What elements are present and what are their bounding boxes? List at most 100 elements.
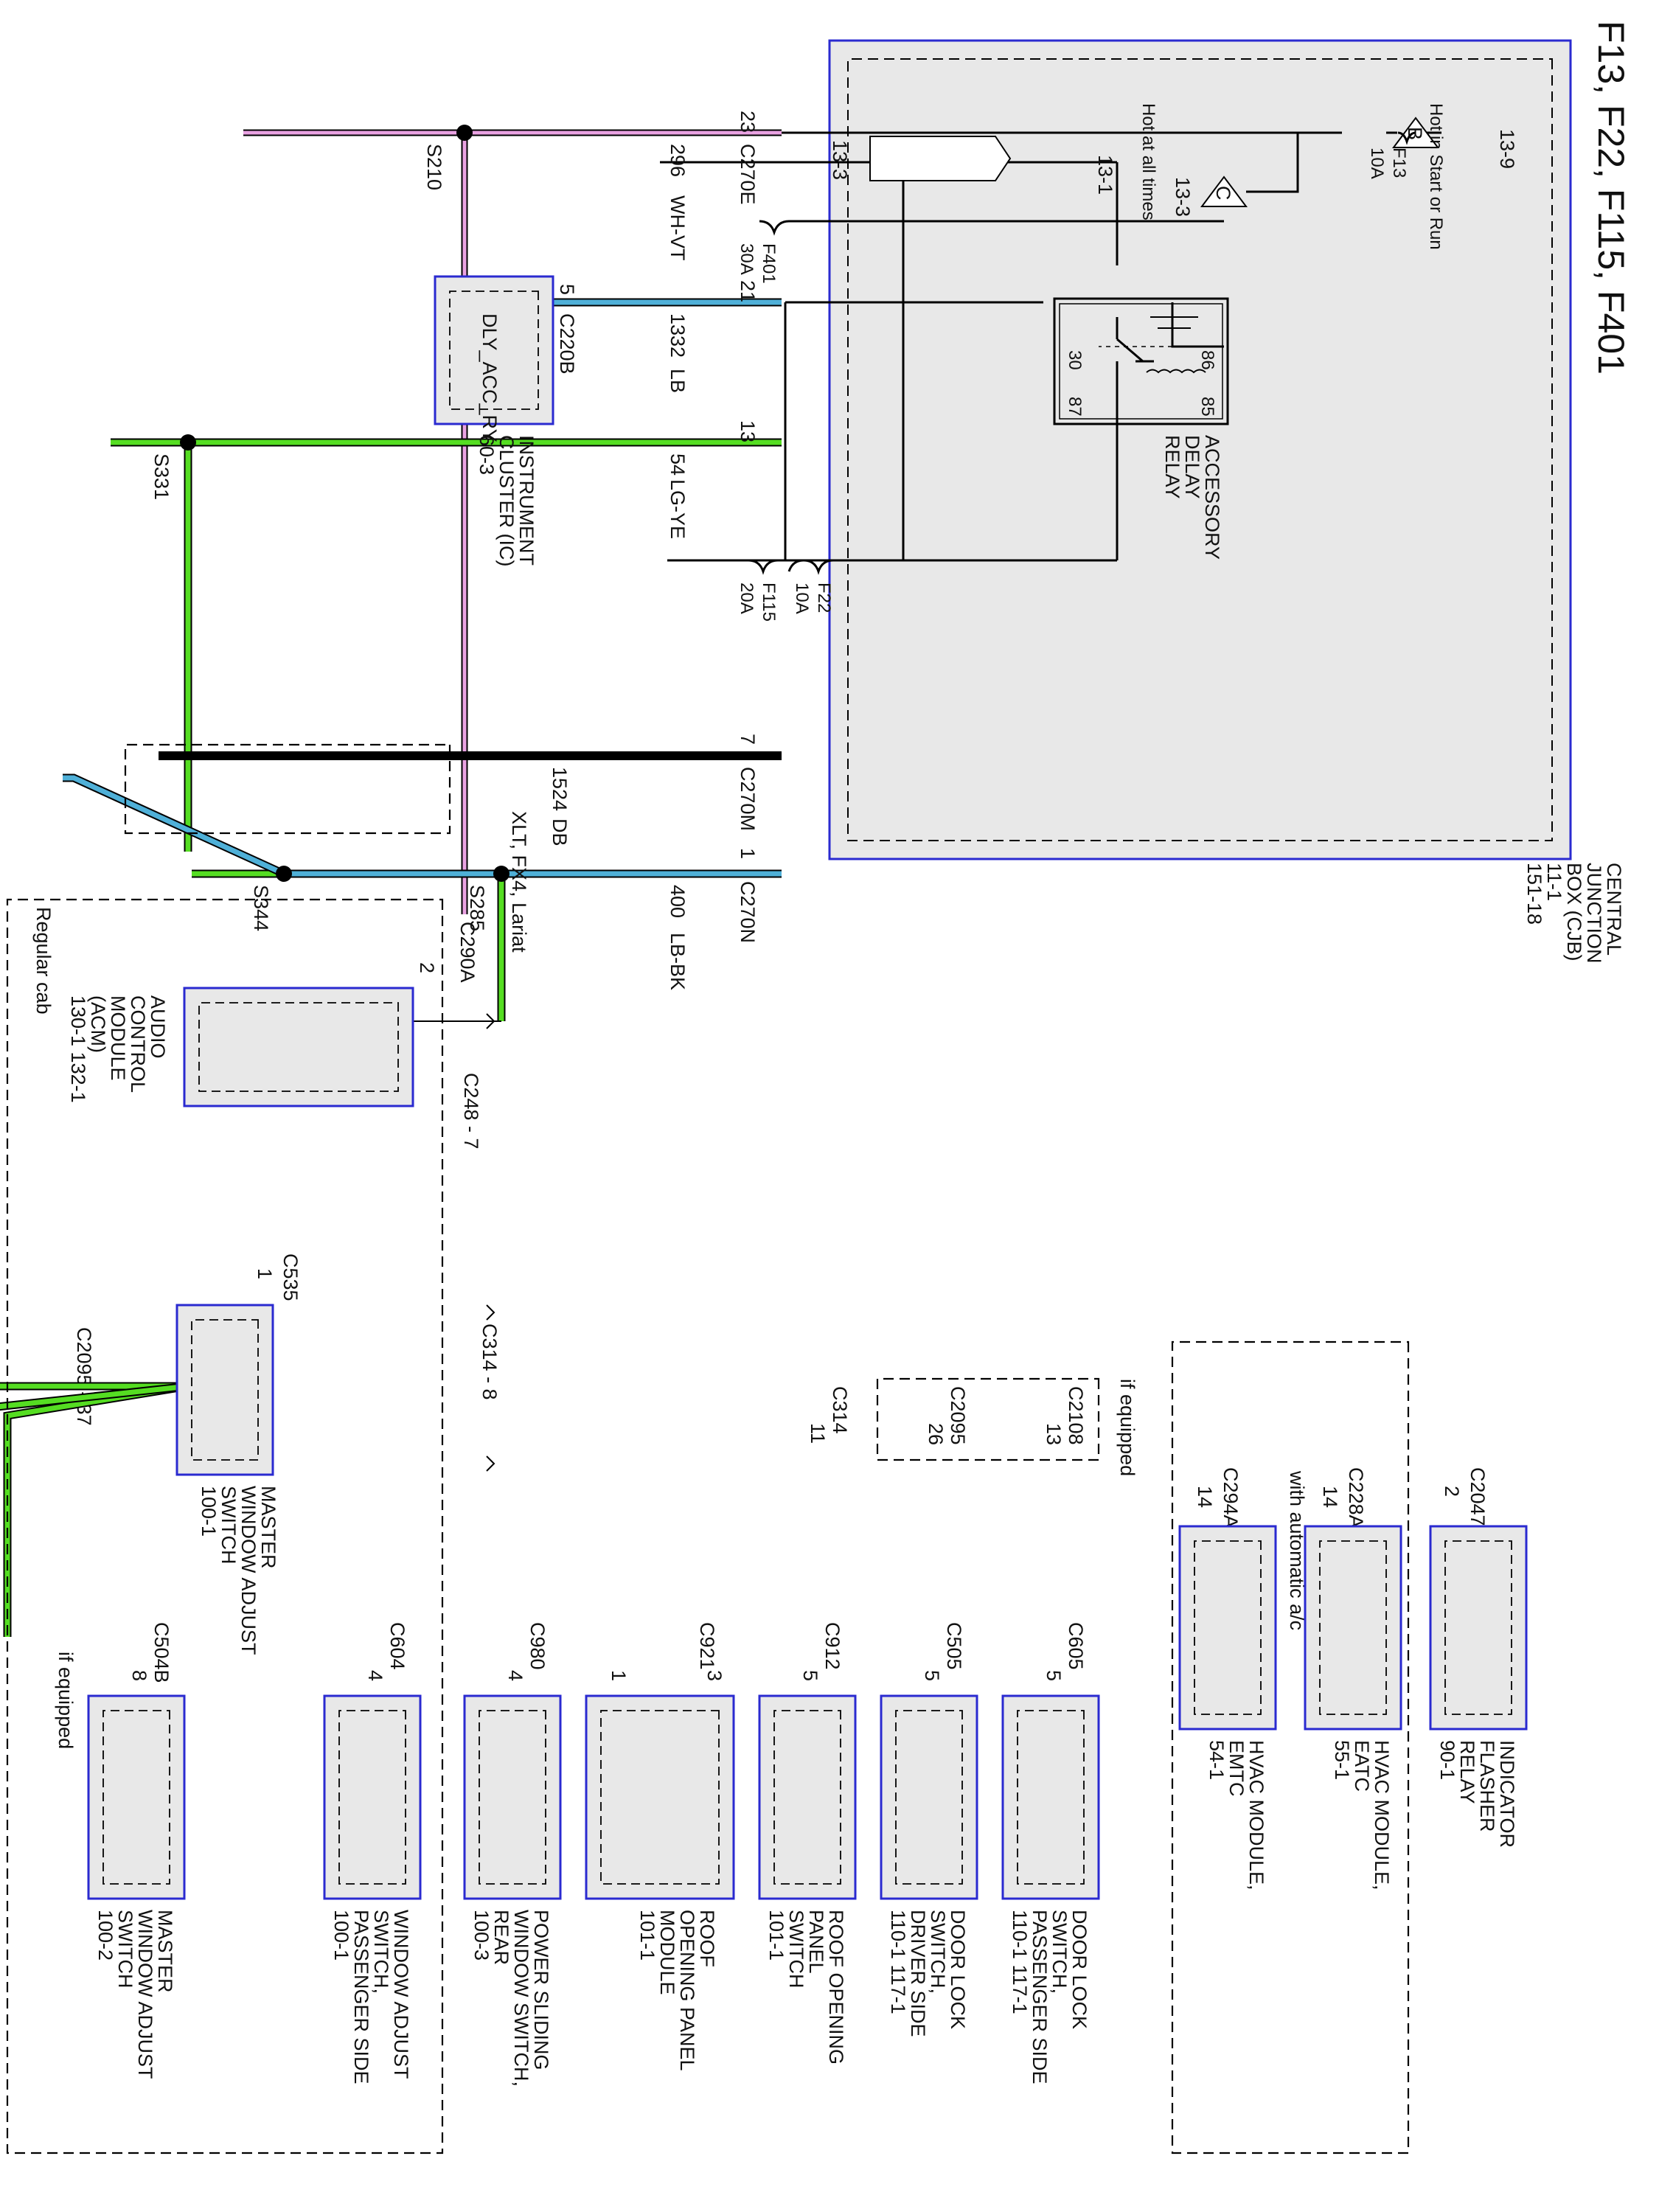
- roof-sw-label-2: PANEL: [805, 1910, 827, 1974]
- c2095-37-label: C2095 - 37: [73, 1327, 95, 1426]
- fuse-f401-symbol: [759, 220, 790, 236]
- splice-s210: S210: [423, 144, 445, 190]
- wire-54: [111, 438, 782, 1021]
- ic-inner-label: DLY_ACC_RY: [479, 313, 501, 442]
- roof-sw-pin: 5: [799, 1670, 821, 1681]
- c314-pin: 11: [807, 1423, 829, 1444]
- w1332-circuit: 1332: [667, 313, 689, 358]
- acm-label-1: AUDIO: [147, 995, 169, 1059]
- cjb-fuses: [748, 131, 1416, 575]
- hvac-emtc-label-1: HVAC MODULE,: [1245, 1740, 1267, 1891]
- c270m-pin-21: 21: [737, 280, 759, 302]
- c220b-name: C220B: [556, 313, 578, 375]
- node-c: C: [1212, 186, 1234, 201]
- acm-label-4: (ACM): [87, 995, 109, 1053]
- mwas-small-label-4: 100-1: [198, 1486, 220, 1537]
- flasher-label-1: INDICATOR: [1496, 1740, 1518, 1848]
- dl-pass-conn: C605: [1065, 1622, 1087, 1670]
- fuse-f13-symbol: [1397, 131, 1416, 145]
- w54-circuit: 54: [667, 453, 689, 476]
- cjb-label-3: BOX (CJB): [1563, 863, 1585, 961]
- mwas-small-label-2: WINDOW ADJUST: [237, 1486, 260, 1655]
- mwas-small-label-3: SWITCH: [218, 1486, 240, 1564]
- dl-pass-label-1: DOOR LOCK: [1068, 1910, 1091, 2029]
- fuse-f22-name: F22: [814, 582, 834, 613]
- w1524-color: DB: [549, 818, 571, 846]
- hvac-eatc-label-1: HVAC MODULE,: [1371, 1740, 1393, 1891]
- win-pass-pin: 4: [364, 1670, 386, 1681]
- dl-drv-label-1: DOOR LOCK: [947, 1910, 969, 2029]
- accessory-delay-relay: 86 85 30 87 ACCESSORY DELAY RELAY: [1053, 297, 1229, 560]
- mwas-label-2: WINDOW ADJUST: [134, 1910, 156, 2079]
- roof-sw-conn: C912: [821, 1622, 844, 1670]
- cjb-label-4: 11-1: [1543, 863, 1565, 901]
- c2108-pin: 13: [1043, 1423, 1065, 1445]
- splice-s285: S285: [466, 885, 488, 931]
- hvac-eatc-label-2: EATC: [1351, 1740, 1373, 1792]
- sliding-label-4: 100-3: [470, 1910, 493, 1961]
- relay-label-3: RELAY: [1161, 435, 1183, 499]
- w400-circuit: 400: [667, 885, 689, 918]
- c314-8-label: C314 - 8: [479, 1324, 501, 1400]
- acm-label-3: MODULE: [107, 995, 129, 1081]
- relay-pin-86: 86: [1197, 350, 1217, 370]
- audio-control-module: C290A 2 XLT, FX4, Lariat AUDIO CONTROL M…: [67, 743, 530, 1107]
- roof-sw-label-1: ROOF OPENING: [825, 1910, 847, 2065]
- dl-drv-label-3: DRIVER SIDE: [907, 1910, 929, 2037]
- c2108-name: C2108: [1065, 1386, 1087, 1445]
- diagram-title: F13, F22, F115, F401: [1590, 21, 1632, 375]
- splice-s344: S344: [250, 885, 272, 931]
- sliding-label-1: POWER SLIDING: [530, 1910, 552, 2070]
- s210-branches: C2047 2 C228A 14 C294A 14 with automatic…: [1178, 1467, 1528, 1891]
- dl-pass-label-4: 110-1 117-1: [1009, 1910, 1031, 2014]
- w1524-circuit: 1524: [549, 767, 571, 811]
- fuse-f401-name: F401: [759, 243, 779, 284]
- flasher-label-2: FLASHER: [1476, 1740, 1498, 1832]
- c535-pin: 1: [254, 1268, 276, 1279]
- fuse-f401-rating: 30A: [737, 243, 757, 275]
- cjb-label-1: CENTRAL: [1603, 863, 1625, 956]
- wire-labels: 296 WH-VT 1332 LB 54 LG-YE 1524 DB 400 L…: [549, 144, 689, 990]
- mwas-label-1: MASTER: [154, 1910, 176, 1993]
- cjb-exit-connectors: 23 C270E 21 13 7 C270M 1 C270N: [737, 111, 759, 943]
- splices: S210 S285 S331 S344: [150, 125, 509, 931]
- ref-13-3-c: 13-3: [1172, 177, 1194, 217]
- c2095-name: C2095: [947, 1386, 969, 1445]
- c248-label: C248 - 7: [460, 1073, 482, 1150]
- relay-label-2: DELAY: [1181, 435, 1203, 499]
- win-pass-conn: C604: [386, 1622, 408, 1670]
- ref-13-3-a: 13-3: [829, 140, 851, 180]
- cjb-label-5: 151-18: [1523, 863, 1545, 925]
- dl-pass-label-2: SWITCH,: [1048, 1910, 1071, 1994]
- c535-name: C535: [279, 1253, 302, 1301]
- mwas-label-4: 100-2: [94, 1910, 116, 1961]
- fuse-f22-symbol: [787, 559, 834, 575]
- c270n-name: C270N: [737, 881, 759, 943]
- w296-color: WH-VT: [667, 195, 689, 260]
- c294a-name: C294A: [1220, 1467, 1242, 1528]
- ic-label-2: CLUSTER (IC): [495, 435, 518, 567]
- wire-400: [63, 773, 782, 878]
- hvac-eatc-label-3: 55-1: [1331, 1740, 1353, 1780]
- sliding-pin: 4: [504, 1670, 526, 1681]
- relay-pin-85: 85: [1197, 397, 1217, 417]
- roof-sw-label-4: 101-1: [765, 1910, 787, 1961]
- c270e-name: C270E: [737, 144, 759, 205]
- roof-mod-label-4: 101-1: [636, 1910, 658, 1961]
- roof-mod-conn: C921: [696, 1622, 718, 1670]
- roof-sw-label-3: SWITCH: [785, 1910, 807, 1988]
- component-connectors: C605 5 C505 5 C912 5 C921 3 1 C980 4 C60…: [128, 1622, 1087, 1683]
- c290a-pin: 2: [416, 962, 438, 973]
- acm-label-2: CONTROL: [127, 995, 149, 1093]
- c290a-name: C290A: [456, 922, 479, 983]
- c2047-name: C2047: [1467, 1467, 1489, 1526]
- dl-drv-pin: 5: [921, 1670, 943, 1681]
- w54-color: LG-YE: [667, 479, 689, 539]
- c270e-pin: 23: [737, 111, 759, 133]
- if-equipped-2095: if equipped: [55, 1652, 77, 1749]
- w296-circuit: 296: [667, 144, 689, 177]
- fuse-f13-name: F13: [1389, 147, 1409, 178]
- relay-label-1: ACCESSORY: [1201, 435, 1223, 560]
- hvac-emtc-label-2: EMTC: [1225, 1740, 1248, 1797]
- c270m-name: C270M: [737, 767, 759, 831]
